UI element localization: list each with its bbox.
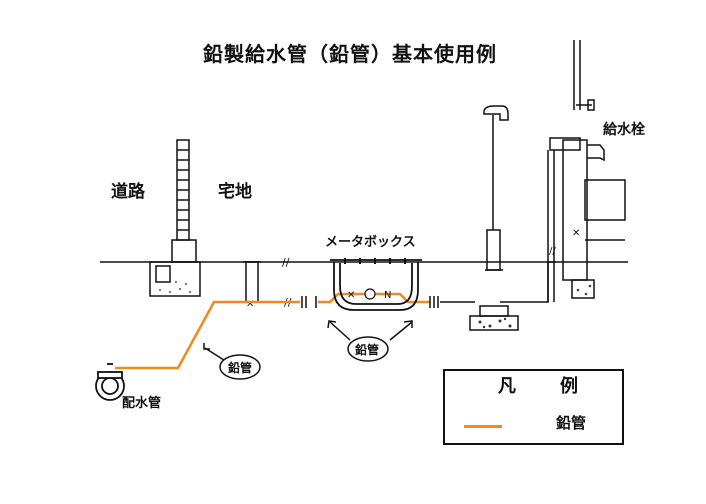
legend-title-b: 例 — [560, 376, 578, 397]
pipe-joints — [301, 296, 439, 308]
meter-valve-icon: ✕ — [347, 290, 355, 301]
lead-pipe-main-run — [115, 300, 300, 370]
valve-base-gravel — [469, 315, 519, 331]
legend-item-lead-pipe: 鉛管 — [556, 414, 587, 432]
label-yard: 宅地 — [218, 182, 252, 202]
label-meter-box: メータボックス — [325, 235, 416, 250]
valve-mark-left: ✕ — [246, 299, 254, 310]
riser-break-mark: // — [549, 246, 556, 257]
label-main-pipe: 配水管 — [122, 396, 162, 411]
pit-hatching — [159, 281, 191, 293]
stop-valve — [479, 105, 509, 317]
water-meter-icon — [364, 288, 376, 300]
callout-oval-left — [219, 354, 261, 380]
boundary-wall — [149, 139, 201, 297]
stand-base-gravel — [576, 284, 592, 296]
check-valve-icon: N — [384, 290, 391, 301]
faucet-stand — [547, 40, 626, 302]
riser-pipe — [520, 261, 556, 303]
legend-lead-pipe-swatch — [464, 425, 502, 428]
break-mark-ground: // — [282, 256, 290, 269]
distribution-main — [95, 363, 125, 401]
legend-box — [443, 369, 624, 445]
meter-box-lid-ticks — [344, 258, 406, 264]
callout-oval-mid — [347, 336, 389, 362]
legend-title-a: 凡 — [498, 376, 516, 397]
label-lead-pipe-mid: 鉛管 — [355, 343, 380, 357]
stopcock-post — [243, 261, 261, 303]
label-lead-pipe-left: 鉛管 — [228, 361, 253, 375]
diagram-title: 鉛製給水管（鉛管）基本使用例 — [203, 42, 497, 66]
faucet-valve-mark: ✕ — [572, 228, 580, 239]
label-faucet: 給水栓 — [603, 122, 645, 138]
arrows-to-lead — [203, 320, 413, 363]
label-road: 道路 — [111, 182, 145, 202]
